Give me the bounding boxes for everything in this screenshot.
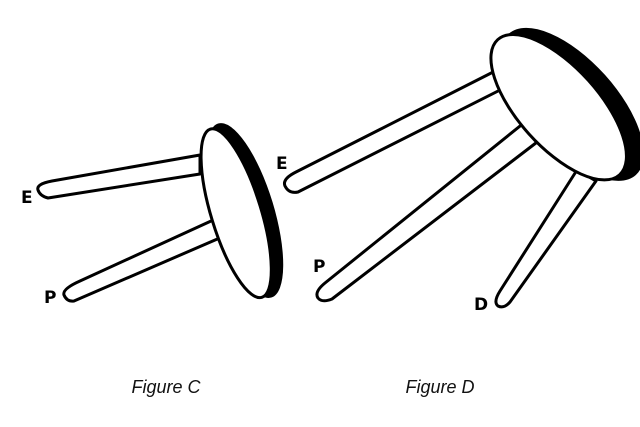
figure-c-leg-e [36, 153, 202, 200]
figure-d-stool: E P D [276, 27, 640, 315]
figure-d-label-e: E [276, 154, 288, 174]
figure-d-leg-p [315, 116, 547, 303]
figure-d-leg-e [283, 64, 512, 194]
figure-d-label-d: D [474, 295, 488, 315]
figure-d-caption: Figure D [405, 377, 475, 397]
figure-d-seat [489, 27, 640, 182]
figure-d-leg-d [494, 168, 598, 309]
figure-c-leg-p [62, 214, 224, 303]
figure-c-seat [199, 123, 284, 300]
figure-c-stool: E P [21, 123, 284, 308]
figure-d-label-p: P [313, 257, 325, 277]
figure-c-label-p: P [44, 288, 56, 308]
figure-c-label-e: E [21, 188, 33, 208]
figure-c-caption: Figure C [131, 377, 201, 397]
